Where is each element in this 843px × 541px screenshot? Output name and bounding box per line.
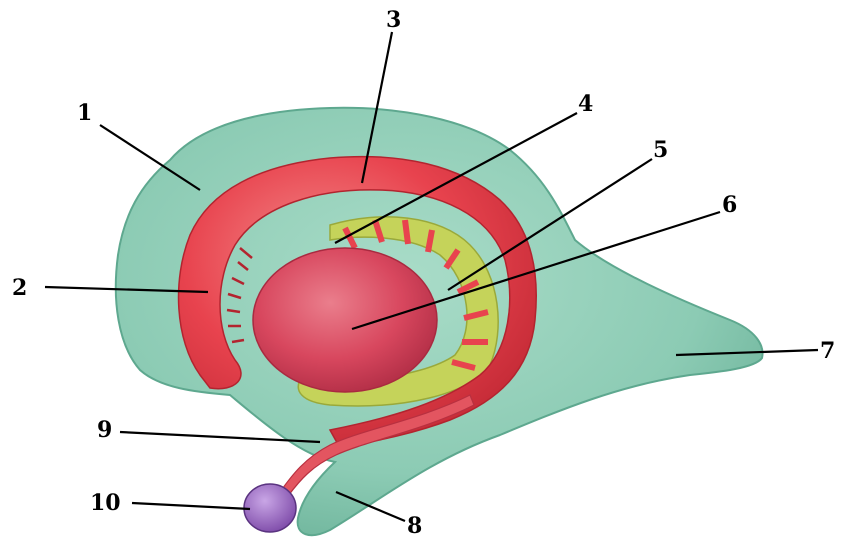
label-9: 9 <box>97 417 112 443</box>
leader-line-10 <box>132 503 250 509</box>
label-3: 3 <box>386 7 401 33</box>
label-6: 6 <box>722 192 737 218</box>
label-1: 1 <box>77 100 92 126</box>
label-5: 5 <box>653 137 668 163</box>
central-body <box>253 248 437 392</box>
label-4: 4 <box>578 91 593 117</box>
label-7: 7 <box>820 338 835 364</box>
label-8: 8 <box>407 513 422 539</box>
label-10: 10 <box>90 490 121 516</box>
bulb <box>244 484 296 532</box>
label-2: 2 <box>12 275 27 301</box>
